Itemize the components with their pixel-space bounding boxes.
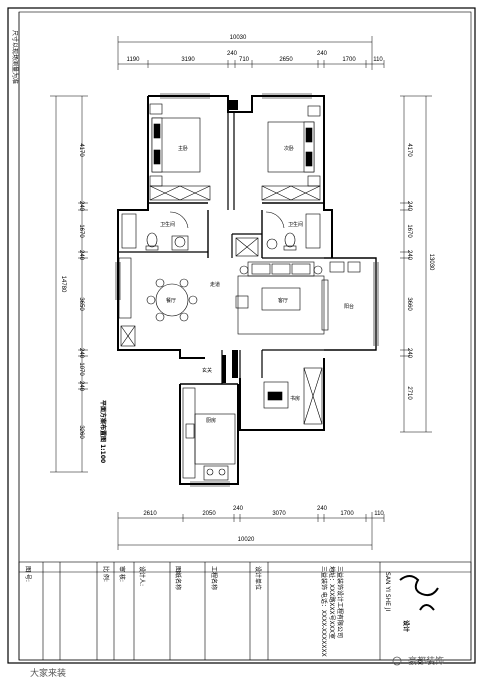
border-note: 尺寸以现场测量为准 [11,30,19,84]
title-cell: 工程名称 [210,566,218,590]
dim-bottom-seg: 3070 [272,511,286,517]
wall-hatch [222,100,238,383]
plan-title: 平面方案布置图 1:100 [99,400,107,463]
dim-left-seg: 240 [78,348,84,359]
dim-right-seg: 1670 [406,224,412,238]
title-cell: 审 核: [118,566,126,582]
dim-top-seg: 240 [227,51,238,57]
dim-bottom-overall: 10020 [238,537,255,543]
watermark-left: 大家来装 [30,667,66,679]
company-logo: 设计 SAN YI SHE JI [384,572,439,632]
title-block [18,561,472,661]
right-dimensions [400,95,432,433]
dim-bottom-seg: 240 [317,506,328,512]
room-label-bath-right: 卫生间 [288,221,303,228]
dim-left-overall: 14780 [60,276,66,293]
logo-subtext: SAN YI SHE JI [384,572,391,612]
room-label-second: 次卧 [284,145,294,152]
second-bed [261,105,321,201]
dim-left-seg: 240 [78,381,84,392]
wechat-icon [392,656,402,666]
kitchen [182,387,236,481]
dim-top-overall: 10030 [230,35,247,41]
dining-table [118,257,198,347]
dim-right-seg: 2710 [406,386,412,400]
bathroom-right [235,211,321,257]
left-dimensions [50,95,88,473]
room-label-living: 客厅 [278,297,288,304]
dim-top-seg: 3190 [181,57,195,63]
room-label-master: 主卧 [178,145,188,152]
room-label-balcony: 阳台 [344,303,354,310]
dim-right-seg: 240 [406,201,412,212]
dim-left-seg: 3260 [78,425,84,439]
dim-left-seg: 4170 [78,143,84,157]
watermark-right: 豪都装饰 [408,655,444,667]
inner-border [18,11,472,661]
living-room-furniture [235,261,361,335]
dim-bottom-seg: 2050 [202,511,216,517]
windows [115,93,379,487]
dim-left-seg: 1670 [78,224,84,238]
dim-right-overall: 13030 [428,254,434,271]
title-cell: 图纸名称 [174,566,182,590]
dim-left-seg: 3650 [78,297,84,311]
dim-right-seg: 4170 [406,143,412,157]
room-label-dining: 餐厅 [166,297,176,304]
dim-right-seg: 240 [406,348,412,359]
room-label-bath-left: 卫生间 [160,221,175,228]
company-line: 三益装饰设计工程有限公司 [336,566,344,638]
bathroom-left [121,211,189,251]
dim-left-seg: 240 [78,201,84,212]
sheet-border [7,7,476,664]
dim-top-seg: 1700 [342,57,356,63]
room-label-corridor: 走道 [210,281,220,288]
dim-top-seg: 240 [317,51,328,57]
study [263,367,323,425]
logo-text: 设计 [402,620,410,632]
bottom-dimensions [117,512,385,550]
title-cell: 比 例: [102,566,110,582]
room-label-kitchen: 厨房 [206,417,216,424]
dim-top-seg: 1190 [127,57,141,63]
dim-right-seg: 3660 [406,297,412,311]
title-cell: 设计单位 [254,566,262,590]
dim-bottom-seg: 2610 [143,511,157,517]
company-line: 地址：XXX路XXX号XXX室 [328,566,336,639]
dim-top-seg: 2650 [279,57,293,63]
dim-left-seg: 240 [78,250,84,261]
company-line: 三益装饰 电话：XXXX-XXXXXXX [320,566,328,657]
title-cell: 设计人: [138,566,146,586]
room-label-study: 书房 [290,395,300,402]
dim-left-seg: 1070 [78,362,84,376]
dim-bottom-seg: 110 [374,511,384,517]
dim-bottom-seg: 1700 [340,511,354,517]
dim-right-seg: 240 [406,250,412,261]
top-dimensions [117,36,385,70]
dim-bottom-seg: 240 [233,506,244,512]
title-cell: 图 号: [24,566,31,582]
dim-top-seg: 110 [373,57,383,63]
master-bed [149,103,211,201]
room-label-entry: 玄关 [202,367,212,374]
dim-top-seg: 710 [239,57,250,63]
